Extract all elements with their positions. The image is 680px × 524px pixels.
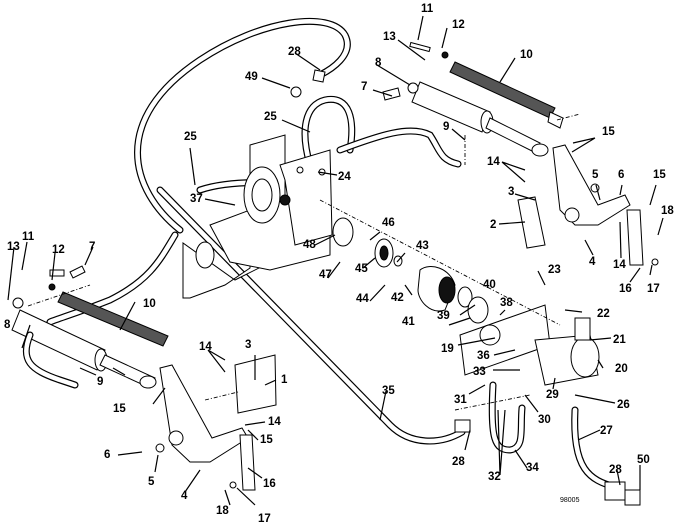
callout-11: 11 [22,231,35,243]
hose-25-loop [46,17,356,326]
callout-6: 6 [618,169,624,181]
callout-15: 15 [602,126,615,138]
callout-43: 43 [416,240,429,252]
right-lift-arm [517,144,644,266]
callout-17: 17 [647,283,660,295]
callout-15: 15 [653,169,666,181]
callout-2: 2 [490,219,496,231]
callout-39: 39 [437,310,450,322]
callout-30: 30 [538,414,551,426]
callout-28: 28 [288,46,301,58]
callout-36: 36 [477,350,490,362]
callout-16: 16 [263,478,276,490]
callout-28: 28 [452,456,465,468]
callout-25: 25 [264,111,277,123]
callout-48: 48 [303,239,316,251]
callout-38: 38 [500,297,513,309]
callout-16: 16 [619,283,632,295]
callout-11: 11 [421,3,434,15]
tube-35 [156,186,466,445]
callout-32: 32 [488,471,501,483]
callout-47: 47 [319,269,332,281]
callout-9: 9 [443,121,449,133]
right-lift-cylinder [407,81,549,157]
valve-assembly [459,304,600,386]
callout-46: 46 [382,217,395,229]
callout-12: 12 [452,19,465,31]
left-lift-arm [159,354,277,491]
callout-14: 14 [487,156,500,168]
callout-49: 49 [245,71,258,83]
callout-37: 37 [190,193,203,205]
callout-15: 15 [113,403,126,415]
callout-22: 22 [597,308,610,320]
callout-15: 15 [260,434,273,446]
callout-5: 5 [148,476,155,488]
callout-40: 40 [483,279,496,291]
hose-upper-right [336,127,462,168]
callout-33: 33 [473,366,486,378]
pump-mount-bracket [182,134,333,299]
assembly-axis-lines [27,113,581,411]
callout-41: 41 [402,316,415,328]
callout-25: 25 [184,131,197,143]
callout-28: 28 [609,464,622,476]
callout-1: 1 [281,374,288,386]
callout-10: 10 [520,49,533,61]
callout-3: 3 [245,339,251,351]
callout-9: 9 [97,376,103,388]
callout-8: 8 [375,57,382,69]
left-lift-cylinder [11,297,157,389]
callout-45: 45 [355,263,368,275]
callout-50: 50 [637,454,650,466]
callout-13: 13 [383,31,396,43]
leader-lines [7,15,664,506]
callout-21: 21 [613,334,626,346]
callout-42: 42 [391,292,404,304]
left-spring-10 [57,291,169,347]
callout-3: 3 [508,186,514,198]
callout-18: 18 [216,505,229,517]
callout-20: 20 [615,363,628,375]
callout-4: 4 [589,256,596,268]
callout-26: 26 [617,399,630,411]
callout-13: 13 [7,241,20,253]
callout-18: 18 [661,205,674,217]
callout-8: 8 [4,319,11,331]
callout-35: 35 [382,385,395,397]
drawing-id: 98005 [560,497,580,504]
callout-23: 23 [548,264,561,276]
left-hose-loop [22,331,79,389]
callout-14: 14 [199,341,212,353]
callout-14: 14 [613,259,626,271]
callout-12: 12 [52,244,65,256]
callout-27: 27 [600,425,613,437]
callout-10: 10 [143,298,156,310]
callout-6: 6 [104,449,110,461]
pulley-stack [332,217,489,324]
callout-14: 14 [268,416,281,428]
callout-44: 44 [356,293,369,305]
callout-24: 24 [338,171,351,183]
callout-17: 17 [258,513,271,524]
hardware [48,41,659,506]
callout-4: 4 [181,490,188,502]
callout-34: 34 [526,462,539,474]
callout-31: 31 [454,394,467,406]
callout-19: 19 [441,343,454,355]
right-spring-10 [449,61,564,129]
callout-5: 5 [592,169,599,181]
callout-29: 29 [546,389,559,401]
callout-7: 7 [361,81,367,93]
callout-7: 7 [89,241,95,253]
